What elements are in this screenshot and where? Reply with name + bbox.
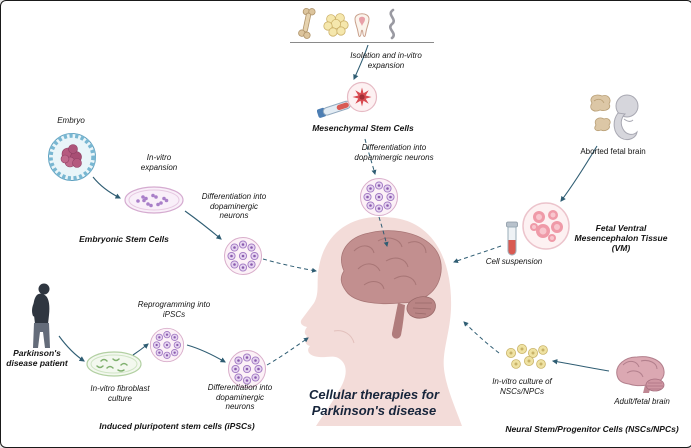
figure-title-line2: Parkinson's disease [311,403,437,418]
vm-label: Fetal Ventral Mesencephalon Tissue (VM) [574,223,668,253]
nsc-cells-icon [501,341,551,373]
vm-tissue-icon [521,201,571,251]
adult-brain-icon [611,353,667,395]
cerebellum-icon [406,296,436,319]
cell-suspension-label: Cell suspension [485,257,543,266]
isolation-expansion-label: Isolation and in-vitro expansion [350,51,422,70]
figure-title: Cellular therapies for Parkinson's disea… [293,387,455,419]
nsc-culture-label: In-vitro culture of NSCs/NPCs [492,377,552,396]
reprogramming-label: Reprogramming into iPSCs [137,300,211,319]
aborted-fetal-brain-label: Aborted fetal brain [580,147,646,156]
arrow-ipsc-to-neurons [186,344,226,363]
tooth-icon [351,9,373,39]
bone-icon [297,7,317,39]
esc-petri-dish-icon [123,184,187,216]
adipose-tissue-icon [323,11,349,37]
mesenchymal-stem-cell-illustration [317,81,381,123]
fibroblast-dish-icon [85,349,143,379]
esc-dopaminergic-neurons-icon [223,236,263,276]
embryo-icon [47,132,97,182]
esc-expansion-label: In-vitro expansion [140,153,178,172]
umbilical-cord-icon [383,8,401,40]
patient-label: Parkinson's disease patient [6,348,68,368]
msc-dopaminergic-neurons-icon [359,177,399,217]
ipsc-differentiation-label: Differentiation into dopaminergic neuron… [207,383,273,411]
ipsc-colony-icon [149,327,185,363]
cell-suspension-tube-icon [503,221,521,259]
head-profile-icon [300,217,462,426]
ipsc-label: Induced pluripotent stem cells (iPSCs) [99,421,255,431]
adult-fetal-brain-label: Adult/fetal brain [614,397,670,406]
brainstem-icon [391,303,405,339]
nsc-label: Neural Stem/Progenitor Cells (NSCs/NPCs) [505,424,679,434]
brain-icon [340,230,442,305]
fibroblast-culture-label: In-vitro fibroblast culture [90,384,150,403]
tissue-sources-divider [290,42,434,43]
esc-differentiation-label: Differentiation into dopaminergic neuron… [201,192,267,220]
embryo-label: Embryo [57,116,85,125]
patient-silhouette-icon [21,282,63,350]
figure-title-line1: Cellular therapies for [308,387,440,402]
msc-differentiation-label: Differentiation into dopaminergic neuron… [354,143,434,162]
human-head-brain-illustration [274,211,469,426]
arrow-nsc-to-brain [463,321,500,354]
arrow-brain-to-nsc [551,359,610,372]
test-tube-icon [317,100,351,118]
fetus-icon [615,94,639,118]
msc-label: Mesenchymal Stem Cells [312,123,414,133]
arrow-embryo-to-dish [92,176,121,199]
fetal-brain-icon [594,117,611,132]
fetal-brain-icon [590,94,611,112]
esc-label: Embryonic Stem Cells [79,234,169,244]
aborted-fetal-brain-illustration [584,91,646,146]
